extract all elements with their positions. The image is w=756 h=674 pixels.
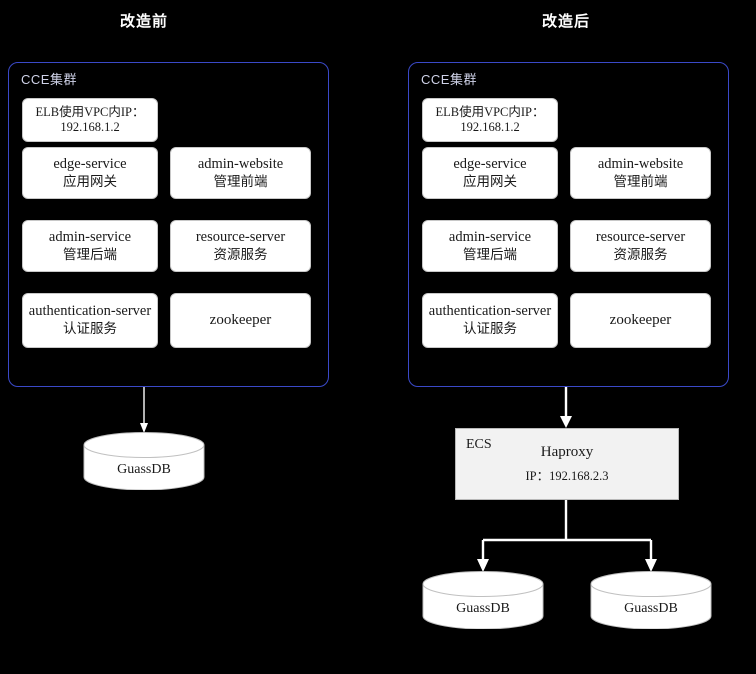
service-desc: 管理后端 bbox=[463, 246, 517, 262]
elb-box-before: ELB使用VPC内IP： 192.168.1.2 bbox=[22, 98, 158, 142]
ecs-label: ECS bbox=[466, 437, 492, 452]
service-desc: 认证服务 bbox=[463, 321, 517, 337]
database-cylinder-icon bbox=[83, 432, 205, 491]
service-box-authentication-server-before: authentication-server 认证服务 bbox=[22, 293, 158, 348]
service-desc: 认证服务 bbox=[63, 321, 117, 337]
service-desc: 管理前端 bbox=[213, 173, 268, 189]
database-guassdb-before: GuassDB bbox=[83, 432, 205, 491]
service-box-admin-website-before: admin-website 管理前端 bbox=[170, 147, 311, 199]
service-box-resource-server-before: resource-server 资源服务 bbox=[170, 220, 311, 272]
cce-cluster-before-label: CCE集群 bbox=[21, 72, 77, 87]
service-name: edge-service bbox=[453, 155, 527, 172]
database-cylinder-icon bbox=[590, 571, 712, 630]
service-desc: 应用网关 bbox=[463, 173, 517, 189]
service-box-admin-website-after: admin-website 管理前端 bbox=[570, 147, 711, 199]
service-desc: 管理后端 bbox=[63, 246, 117, 262]
service-name: admin-service bbox=[448, 228, 532, 245]
elb-box-after: ELB使用VPC内IP： 192.168.1.2 bbox=[422, 98, 558, 142]
service-name: resource-server bbox=[595, 228, 686, 245]
service-name: admin-website bbox=[597, 155, 684, 172]
service-box-edge-service-after: edge-service 应用网关 bbox=[422, 147, 558, 199]
service-name: edge-service bbox=[53, 155, 127, 172]
ecs-ip: IP：192.168.2.3 bbox=[525, 469, 609, 483]
elb-after-line2: 192.168.1.2 bbox=[460, 120, 520, 134]
service-name: authentication-server bbox=[28, 303, 152, 320]
service-name: zookeeper bbox=[209, 312, 272, 329]
cce-cluster-after-label: CCE集群 bbox=[421, 72, 477, 87]
database-label: GuassDB bbox=[456, 601, 510, 617]
elb-before-line2: 192.168.1.2 bbox=[60, 120, 120, 134]
service-box-admin-service-before: admin-service 管理后端 bbox=[22, 220, 158, 272]
database-label: GuassDB bbox=[117, 462, 171, 478]
database-label: GuassDB bbox=[624, 601, 678, 617]
database-guassdb-after-right: GuassDB bbox=[590, 571, 712, 630]
elb-before-line1: ELB使用VPC内IP： bbox=[35, 104, 145, 119]
service-box-edge-service-before: edge-service 应用网关 bbox=[22, 147, 158, 199]
title-before: 改造前 bbox=[119, 13, 168, 30]
service-desc: 管理前端 bbox=[613, 173, 668, 189]
service-box-authentication-server-after: authentication-server 认证服务 bbox=[422, 293, 558, 348]
title-after: 改造后 bbox=[541, 13, 590, 30]
service-name: zookeeper bbox=[609, 312, 672, 329]
service-box-resource-server-after: resource-server 资源服务 bbox=[570, 220, 711, 272]
service-name: resource-server bbox=[195, 228, 286, 245]
database-cylinder-icon bbox=[422, 571, 544, 630]
ecs-name: Haproxy bbox=[540, 444, 594, 460]
database-guassdb-after-left: GuassDB bbox=[422, 571, 544, 630]
ecs-content: Haproxy IP：192.168.2.3 bbox=[456, 444, 678, 484]
ecs-haproxy-box: ECS Haproxy IP：192.168.2.3 bbox=[455, 428, 679, 500]
service-box-admin-service-after: admin-service 管理后端 bbox=[422, 220, 558, 272]
service-desc: 应用网关 bbox=[63, 173, 117, 189]
service-box-zookeeper-before: zookeeper bbox=[170, 293, 311, 348]
service-desc: 资源服务 bbox=[213, 246, 268, 262]
service-name: admin-website bbox=[197, 155, 284, 172]
service-desc: 资源服务 bbox=[613, 246, 668, 262]
service-name: admin-service bbox=[48, 228, 132, 245]
service-name: authentication-server bbox=[428, 303, 552, 320]
elb-after-line1: ELB使用VPC内IP： bbox=[435, 104, 545, 119]
service-box-zookeeper-after: zookeeper bbox=[570, 293, 711, 348]
